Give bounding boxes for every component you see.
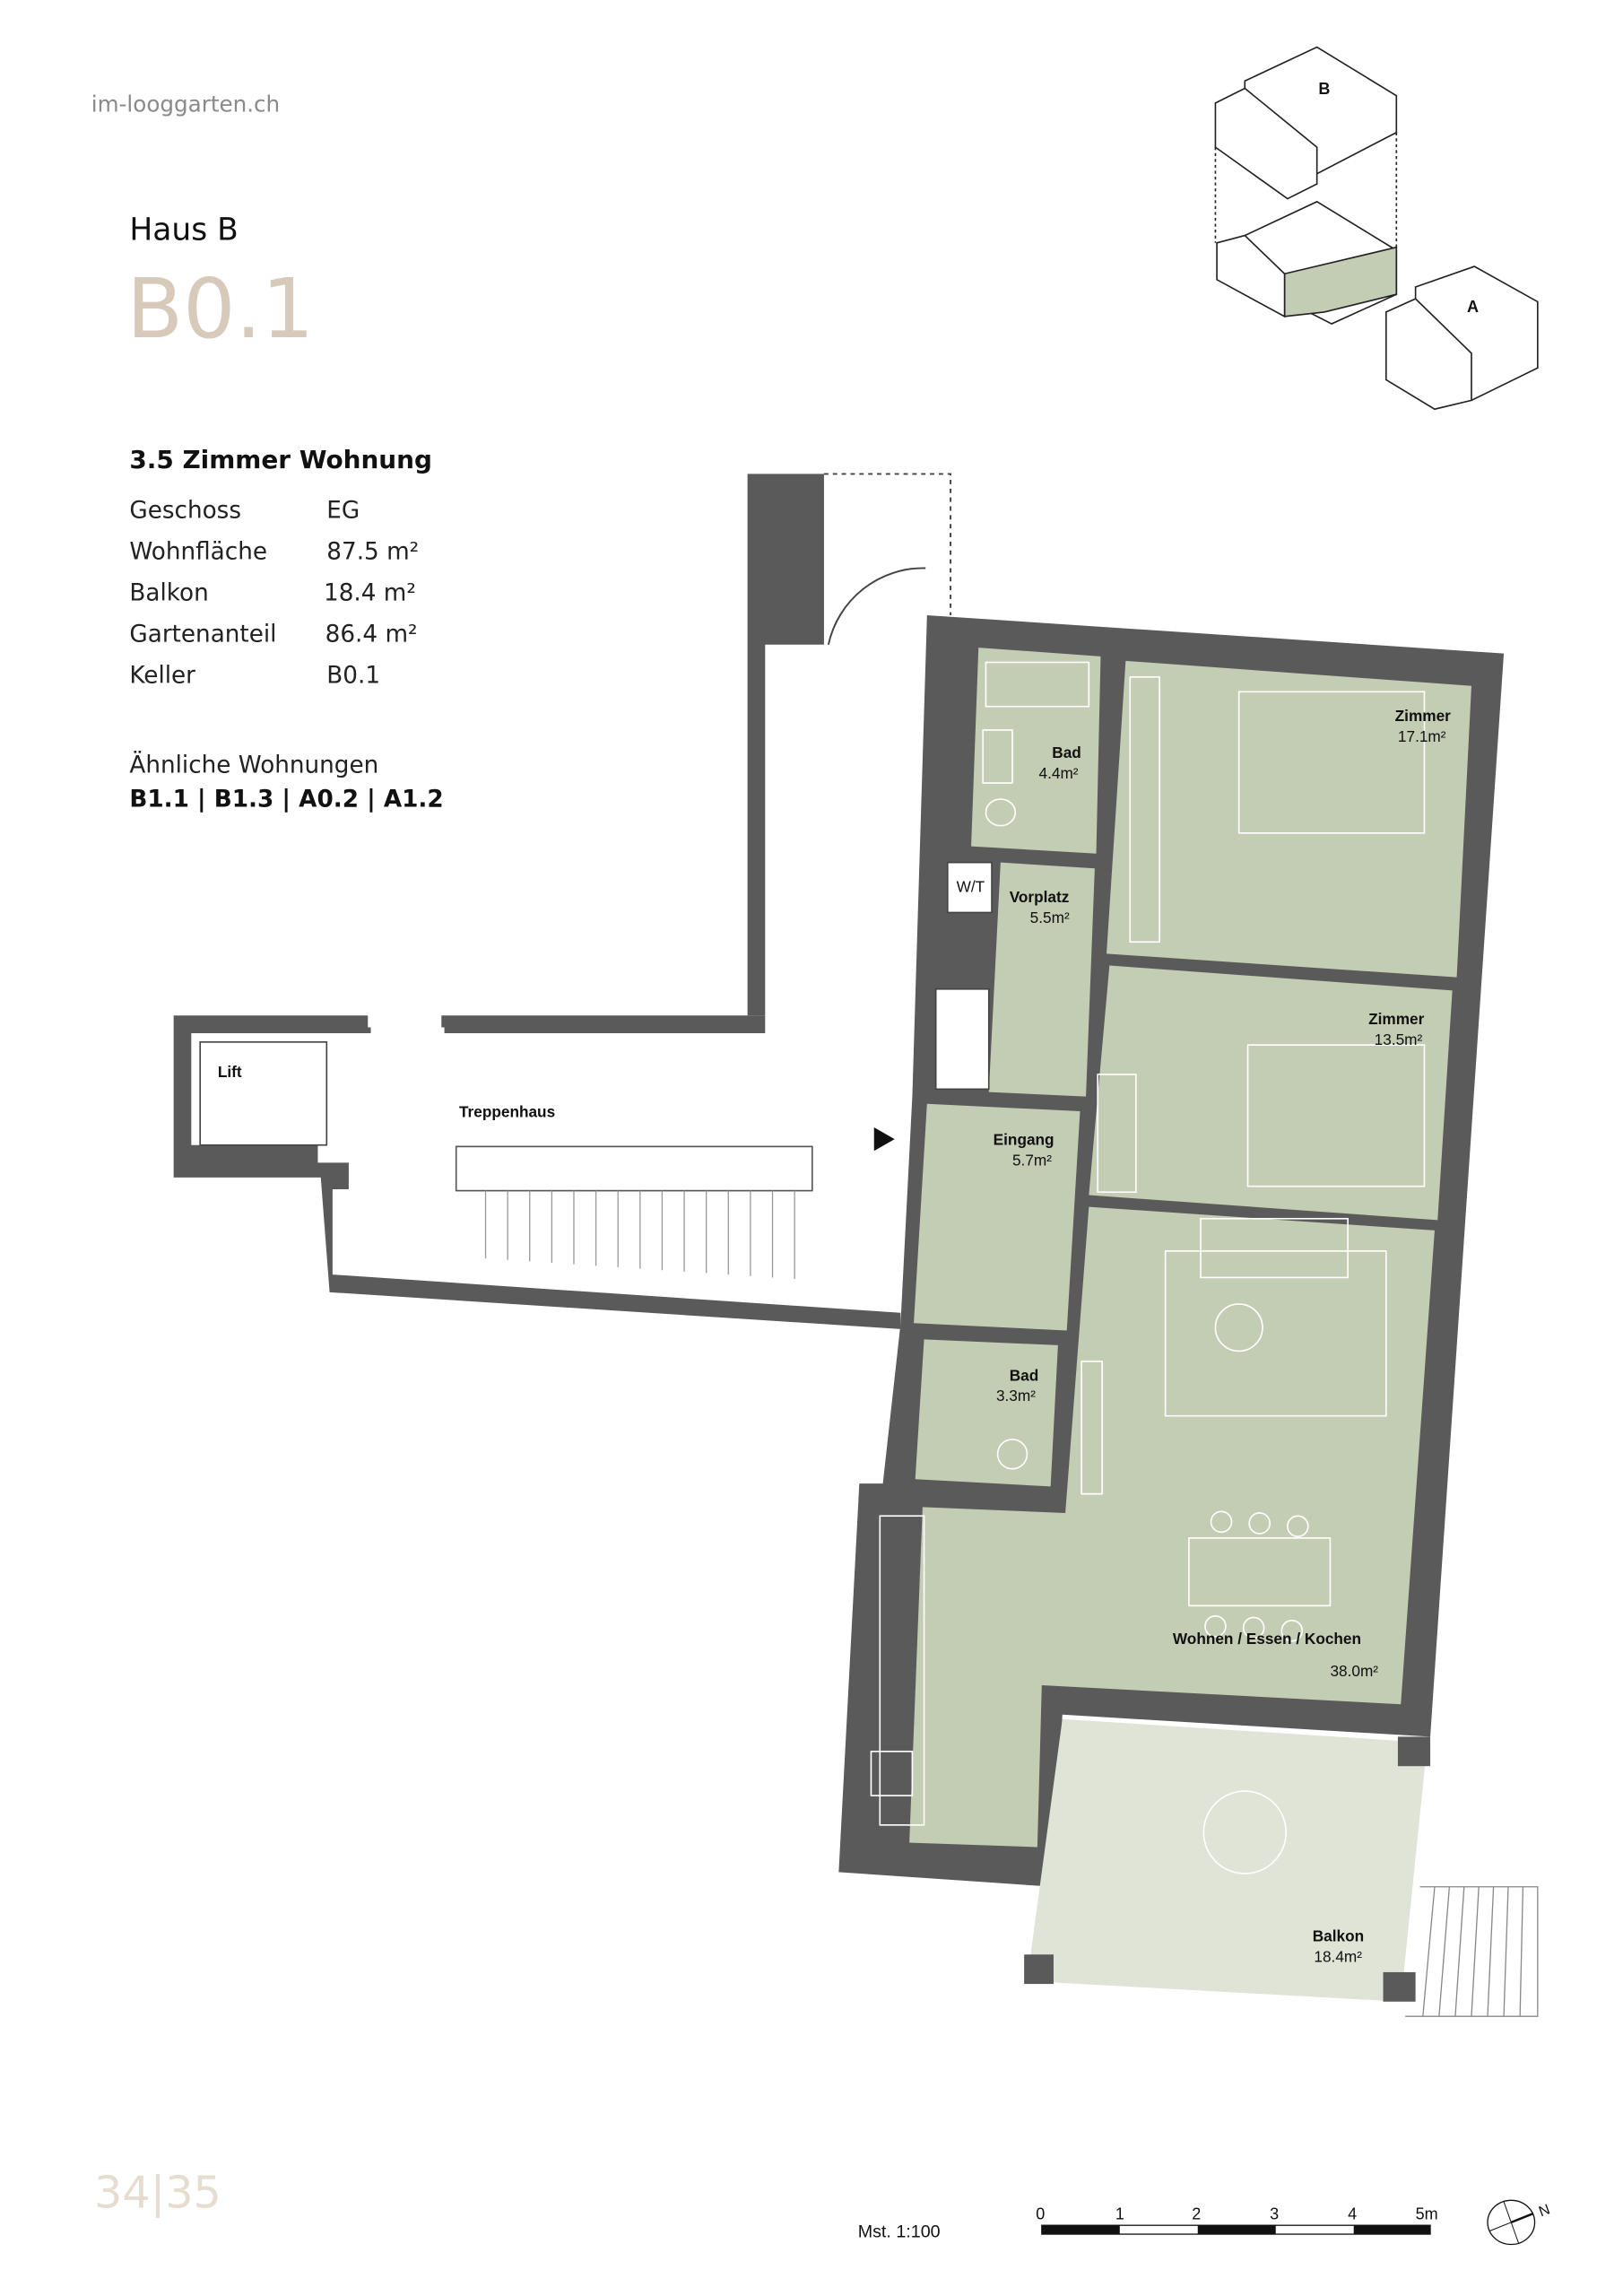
page-numbers: 34|35 bbox=[94, 2167, 221, 2219]
stairwell-label: Treppenhaus bbox=[459, 1103, 555, 1121]
wt-closet bbox=[946, 861, 993, 914]
lift-label: Lift bbox=[218, 1063, 242, 1081]
stairwell: Lift Treppenhaus bbox=[173, 473, 952, 1329]
scale-tick: 4 bbox=[1348, 2205, 1357, 2223]
apartment-type: 3.5 Zimmer Wohnung bbox=[129, 445, 432, 474]
stairwell-wall bbox=[747, 474, 824, 1016]
room-eingang[interactable] bbox=[914, 1103, 1081, 1331]
stair-steps bbox=[484, 1190, 795, 1280]
stair-landing bbox=[455, 1145, 813, 1192]
room-name: Wohnen / Essen / Kochen bbox=[1173, 1630, 1361, 1648]
site-url[interactable]: im-looggarten.ch bbox=[91, 91, 280, 117]
wt-label: W/T bbox=[957, 877, 985, 895]
spec-label: Balkon bbox=[129, 580, 208, 607]
spec-value: 18.4 m² bbox=[324, 580, 416, 607]
entrance-arrow-icon bbox=[873, 1127, 895, 1152]
room-zimmer-2[interactable] bbox=[1089, 965, 1453, 1221]
iso-label-a: A bbox=[1467, 298, 1479, 316]
spec-table: Geschoss EG Wohnfläche 87.5 m² Balkon 18… bbox=[129, 498, 419, 690]
spec-label: Keller bbox=[129, 662, 195, 689]
door-swing bbox=[827, 567, 926, 645]
scale-tick: 0 bbox=[1036, 2205, 1045, 2223]
room-area: 38.0m² bbox=[1330, 1662, 1378, 1680]
wardrobe bbox=[934, 987, 990, 1091]
spec-label: Gartenanteil bbox=[129, 622, 276, 648]
furniture bbox=[870, 661, 1426, 1874]
room-zimmer-1[interactable] bbox=[1107, 660, 1471, 978]
scale-label: Mst. 1:100 bbox=[858, 2222, 941, 2241]
room-area: 5.7m² bbox=[1012, 1152, 1052, 1170]
room-vorplatz[interactable] bbox=[988, 862, 1095, 1097]
house-title: Haus B bbox=[129, 213, 238, 248]
spec-value: EG bbox=[326, 498, 360, 525]
room-name: Vorplatz bbox=[1010, 888, 1070, 906]
similar-units[interactable]: B1.1 | B1.3 | A0.2 | A1.2 bbox=[129, 786, 443, 813]
room-area: 3.3m² bbox=[996, 1387, 1036, 1405]
room-area: 17.1m² bbox=[1398, 727, 1446, 745]
stairwell-wall bbox=[173, 1015, 901, 1329]
room-name: Zimmer bbox=[1368, 1010, 1424, 1028]
spec-value: 87.5 m² bbox=[326, 539, 419, 566]
room-wohnen[interactable] bbox=[909, 1206, 1435, 1848]
spec-label: Geschoss bbox=[129, 498, 241, 525]
similar-label: Ähnliche Wohnungen bbox=[129, 751, 378, 779]
room-name: Eingang bbox=[994, 1131, 1055, 1149]
isometric-key-plan: B A bbox=[1214, 46, 1539, 411]
spec-value: 86.4 m² bbox=[325, 622, 418, 648]
room-name: Bad bbox=[1010, 1366, 1039, 1384]
room-area: 5.5m² bbox=[1030, 909, 1070, 926]
scale-bar: 0 1 2 3 4 5m bbox=[1036, 2205, 1438, 2235]
room-name: Bad bbox=[1052, 744, 1081, 761]
garden-steps bbox=[1405, 1886, 1539, 2017]
room-area: 4.4m² bbox=[1039, 764, 1079, 782]
balcony bbox=[1027, 1718, 1428, 2002]
scale-tick: 3 bbox=[1270, 2205, 1279, 2223]
room-bad-1[interactable] bbox=[971, 648, 1101, 854]
scale-tick: 1 bbox=[1115, 2205, 1124, 2223]
lift-shaft bbox=[199, 1041, 328, 1146]
scale-tick: 5m bbox=[1416, 2205, 1438, 2223]
room-bad-2[interactable] bbox=[915, 1339, 1058, 1487]
iso-label-b: B bbox=[1318, 80, 1330, 98]
north-label: N bbox=[1537, 2201, 1552, 2220]
spec-value: B0.1 bbox=[326, 662, 380, 689]
north-arrow-icon: N bbox=[1487, 2199, 1552, 2246]
spec-label: Wohnfläche bbox=[129, 539, 267, 566]
scale-tick: 2 bbox=[1192, 2205, 1201, 2223]
room-name: Balkon bbox=[1313, 1926, 1364, 1944]
room-area: 13.5m² bbox=[1375, 1031, 1423, 1048]
apartment-plan: Bad 4.4m² Zimmer 17.1m² Vorplatz 5.5m² W… bbox=[838, 614, 1539, 2017]
unit-title: B0.1 bbox=[126, 261, 314, 357]
room-name: Zimmer bbox=[1395, 707, 1451, 725]
room-area: 18.4m² bbox=[1314, 1947, 1362, 1965]
